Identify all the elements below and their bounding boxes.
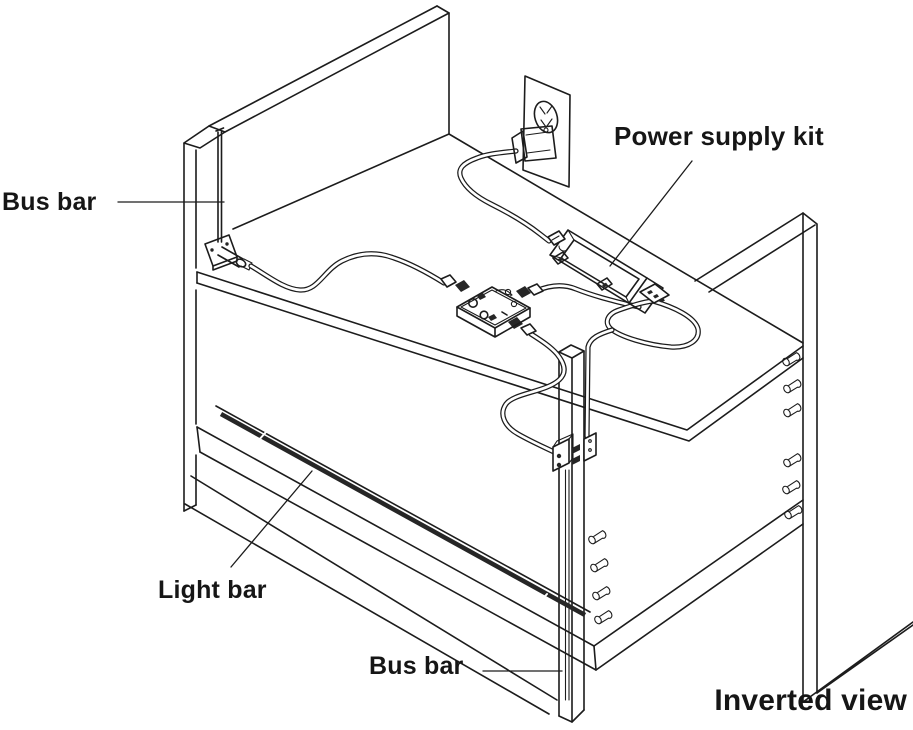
bus-bar-left xyxy=(204,127,253,271)
bus-bar-right xyxy=(564,469,570,701)
shelf-pegs-right-panel xyxy=(780,352,803,521)
divider-rail xyxy=(558,344,613,723)
bus-bar-bottom-label: Bus bar xyxy=(369,652,464,680)
power-supply-connector xyxy=(639,283,670,304)
cables xyxy=(248,148,701,455)
wall-outlet xyxy=(511,75,571,188)
leader-lines xyxy=(117,160,693,672)
shelf-pegs-divider xyxy=(586,530,613,626)
bottom-shelf xyxy=(184,405,804,715)
bus-bar-left-connector xyxy=(217,246,253,271)
distributor-box xyxy=(440,274,544,338)
bus-bar-top-label: Bus bar xyxy=(2,188,97,216)
light-bar-label: Light bar xyxy=(158,576,267,604)
power-plug xyxy=(511,125,557,164)
light-bar xyxy=(219,411,587,618)
middle-shelf xyxy=(196,133,804,442)
power-cord xyxy=(457,148,552,244)
power-cord-inlet xyxy=(547,230,566,246)
bus-bar-right-connector xyxy=(552,432,597,472)
power-supply-kit-label: Power supply kit xyxy=(614,121,824,151)
right-side-panel xyxy=(694,212,913,703)
power-supply-unit xyxy=(547,229,670,314)
view-caption: Inverted view xyxy=(714,684,907,717)
left-side-panel xyxy=(183,5,450,512)
